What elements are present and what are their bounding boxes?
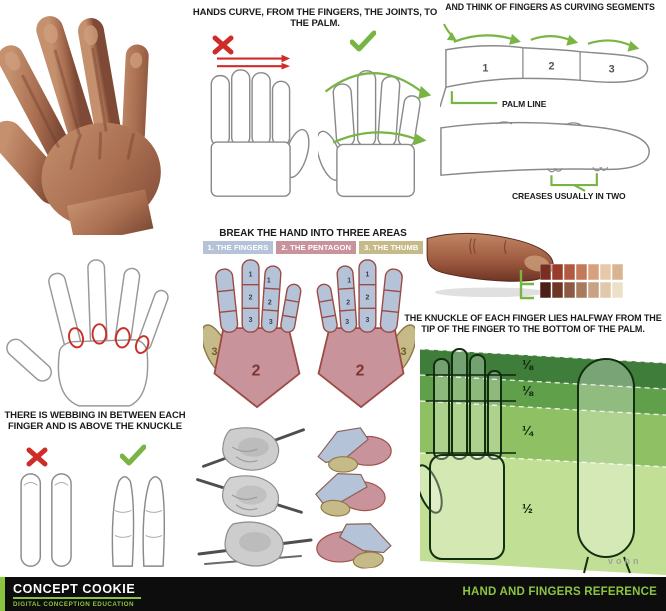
legend-thumb-chip: 3. THE THUMB <box>359 241 424 254</box>
tapered-finger-pair-diagram <box>111 476 166 567</box>
artist-signature: vonn <box>608 556 642 566</box>
finger-segment-number: 3 <box>345 319 349 326</box>
footer-accent-bar <box>0 577 5 611</box>
brand-name: CONCEPT COOKIE <box>13 582 136 596</box>
areas-section-title: BREAK THE HAND INTO THREE AREAS <box>219 228 407 239</box>
finger-segment-number: 1 <box>249 272 253 279</box>
segment-number-2: 2 <box>548 60 554 72</box>
green-check-icon <box>120 444 146 466</box>
green-check-icon <box>350 30 376 52</box>
finger-segment-number: 2 <box>366 294 370 301</box>
palm-area-number: 2 <box>252 363 261 380</box>
pen-grip-sketch <box>196 475 303 517</box>
thumb-area-number: 3 <box>211 346 217 358</box>
reference-hand-silhouette <box>577 358 635 574</box>
thumb-area-number: 3 <box>400 346 406 358</box>
finger-segment-number: 1 <box>267 278 271 285</box>
hand-proportion-diagram: ⅛ ⅛ ¼ ½ <box>420 348 666 575</box>
areas-legend: 1. THE FINGERS 2. THE PENTAGON 3. THE TH… <box>188 241 438 254</box>
brand-underline <box>13 597 141 599</box>
curved-fingers-hand-diagram <box>318 70 432 198</box>
realistic-hand-illustration <box>0 16 161 235</box>
colored-hand-back-diagram: 1 2 3 1 2 3 2 3 <box>203 259 302 409</box>
red-x-icon <box>212 34 234 56</box>
palm-line-label: PALM LINE <box>502 99 547 109</box>
measured-hand-outline <box>420 348 505 560</box>
footer: CONCEPT COOKIE DIGITAL CONCEPTION EDUCAT… <box>0 577 666 611</box>
colored-hand-palm-diagram: 1 2 3 1 2 3 2 3 <box>316 259 415 409</box>
grip-area-overlay <box>315 473 386 517</box>
finger-segment-number: 3 <box>366 317 370 324</box>
fraction-label: ⅛ <box>522 383 534 398</box>
knuckle-ovals <box>68 323 150 355</box>
fraction-label: ¼ <box>522 423 534 438</box>
segments-section-title: AND THINK OF FINGERS AS CURVING SEGMENTS <box>445 2 655 12</box>
finger-segments-diagram: 1 2 3 <box>440 23 649 108</box>
grip-area-overlay <box>316 523 392 569</box>
finger-segment-number: 2 <box>249 294 253 301</box>
creases-label: CREASES USUALLY IN TWO <box>512 191 626 201</box>
finger-segment-number: 1 <box>366 272 370 279</box>
straight-fingers-hand-diagram <box>210 54 310 197</box>
brand-tagline: DIGITAL CONCEPTION EDUCATION <box>13 601 135 608</box>
division-lines <box>426 374 516 454</box>
grip-area-overlay <box>317 427 392 473</box>
curve-green-arrows <box>324 72 425 144</box>
fraction-label: ½ <box>522 501 533 516</box>
segment-number-1: 1 <box>482 62 488 74</box>
finger-creases-diagram <box>440 121 650 192</box>
webbing-text: THERE IS WEBBING IN BETWEEN EACH FINGER … <box>4 410 186 433</box>
knuckle-section-title: THE KNUCKLE OF EACH FINGER LIES HALFWAY … <box>404 313 662 334</box>
finger-segment-number: 3 <box>249 317 253 324</box>
finger-segment-number: 2 <box>346 299 350 306</box>
webbing-hand-diagram <box>6 259 169 407</box>
legend-fingers-chip: 1. THE FINGERS <box>202 241 274 254</box>
creases-bracket <box>550 173 598 192</box>
finger-segment-number: 2 <box>268 299 272 306</box>
pen-grip-sketch <box>197 521 313 567</box>
palm-area-number: 2 <box>356 363 365 380</box>
skin-color-palette <box>540 264 624 299</box>
segment-number-3: 3 <box>609 63 615 75</box>
palette-bracket <box>519 270 534 300</box>
flat-red-arrows <box>216 57 282 68</box>
pen-grip-sketch <box>202 427 305 471</box>
footer-title: HAND AND FINGERS REFERENCE <box>462 586 657 598</box>
curve-section-title: HANDS CURVE, FROM THE FINGERS, THE JOINT… <box>192 7 438 30</box>
red-x-icon <box>26 446 48 468</box>
legend-pentagon-chip: 2. THE PENTAGON <box>276 241 357 254</box>
straight-finger-pair-diagram <box>20 473 72 567</box>
finger-segment-number: 3 <box>269 319 273 326</box>
fraction-label: ⅛ <box>522 357 534 372</box>
finger-segment-number: 1 <box>347 278 351 285</box>
